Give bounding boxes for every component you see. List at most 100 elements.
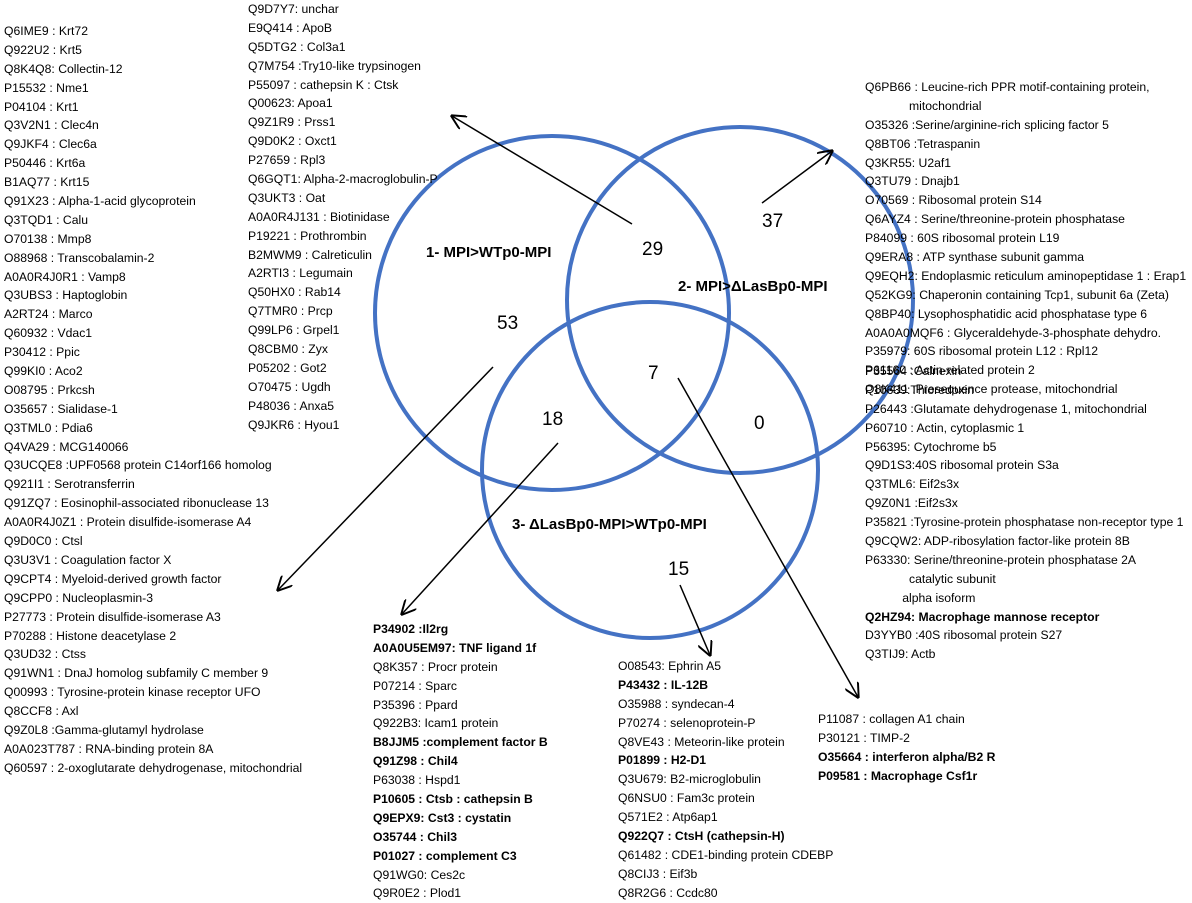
protein-entry: Q3TML6: Eif2s3x [865, 477, 960, 492]
protein-entry: alpha isoform [865, 590, 976, 605]
protein-entry: P63330: Serine/threonine-protein phospha… [865, 552, 1137, 567]
protein-entry: Q3UD32 : Ctss [4, 647, 86, 662]
protein-entry: Q00993 : Tyrosine-protein kinase recepto… [4, 685, 261, 700]
protein-entry: Q7TMR0 : Prcp [248, 304, 333, 319]
protein-entry: P63038 : Hspd1 [373, 773, 461, 788]
protein-entry: P56395: Cytochrome b5 [865, 439, 997, 454]
protein-entry: Q921I1 : Serotransferrin [4, 477, 135, 492]
count-a-only: 53 [497, 313, 519, 334]
protein-entry: A0A0R4J0Z1 : Protein disulfide-isomerase… [4, 515, 252, 530]
count-abc: 7 [648, 363, 659, 384]
count-b-only: 37 [762, 211, 784, 232]
protein-entry: P01899 : H2-D1 [618, 753, 707, 768]
protein-entry: P84099 : 60S ribosomal protein L19 [865, 231, 1060, 246]
protein-entry: Q9CQW2: ADP-ribosylation factor-like pro… [865, 534, 1130, 549]
protein-entry: Q91X23 : Alpha-1-acid glycoprotein [4, 194, 196, 209]
protein-entry: A0A023T787 : RNA-binding protein 8A [4, 741, 214, 756]
protein-entry: P27659 : Rpl3 [248, 153, 326, 168]
protein-entry: O70475 : Ugdh [248, 379, 331, 394]
set-label-b: 2- MPI>ΔLasBp0-MPI [678, 278, 828, 295]
protein-entry: Q3TQD1 : Calu [4, 212, 88, 227]
protein-entry: O35988 : syndecan-4 [618, 696, 735, 711]
protein-entry: mitochondrial [865, 98, 982, 113]
protein-entry: Q50HX0 : Rab14 [248, 285, 341, 300]
protein-entry: Q3UCQE8 :UPF0568 protein C14orf166 homol… [4, 458, 272, 473]
protein-entry: Q3UKT3 : Oat [248, 190, 326, 205]
protein-entry: Q9Z1R9 : Prss1 [248, 115, 336, 130]
protein-entry: Q9D0C0 : Ctsl [4, 534, 83, 549]
protein-entry: Q6PB66 : Leucine-rich PPR motif-containi… [865, 80, 1150, 94]
protein-entry: A2RTI3 : Legumain [248, 266, 353, 281]
protein-entry: Q8CBM0 : Zyx [248, 342, 328, 357]
protein-entry: Q6NSU0 : Fam3c protein [618, 791, 755, 806]
protein-entry: A0A0A0MQF6 : Glyceraldehyde-3-phosphate … [865, 325, 1162, 340]
protein-entry: A0A0R4J131 : Biotinidase [248, 209, 390, 224]
protein-entry: B1AQ77 : Krt15 [4, 175, 90, 190]
protein-entry: P01027 : complement C3 [373, 848, 517, 863]
protein-entry: O70569 : Ribosomal protein S14 [865, 193, 1042, 208]
protein-entry: Q60597 : 2-oxoglutarate dehydrogenase, m… [4, 760, 303, 775]
protein-entry: P19221 : Prothrombin [248, 228, 367, 243]
protein-entry: O35744 : Chil3 [373, 829, 457, 844]
protein-entry: O35326 :Serine/arginine-rich splicing fa… [865, 117, 1109, 132]
arrow-b [761, 151, 832, 204]
protein-entry: Q99KI0 : Aco2 [4, 364, 83, 379]
protein-entry: P11087 : collagen A1 chain [818, 712, 965, 726]
protein-entry: P35564 :Calnexin [865, 364, 962, 378]
protein-entry: P35979: 60S ribosomal protein L12 : Rpl1… [865, 344, 1099, 359]
protein-entry: Q3UBS3 : Haptoglobin [4, 288, 128, 303]
count-bc: 0 [754, 413, 765, 434]
protein-entry: P30121 : TIMP-2 [818, 730, 910, 745]
protein-entry: Q2HZ94: Macrophage mannose receptor [865, 609, 1100, 624]
protein-entry: Q60932 : Vdac1 [4, 326, 93, 341]
count-ac: 18 [542, 409, 564, 430]
set-label-c: 3- ΔLasBp0-MPI>WTp0-MPI [512, 516, 707, 533]
protein-entry: Q8R2G6 : Ccdc80 [618, 885, 718, 900]
protein-entry: P50446 : Krt6a [4, 156, 86, 171]
protein-entry: P61160 : Actin-related protein 2 [865, 363, 1035, 378]
protein-entry: Q8CIJ3 : Eif3b [618, 866, 698, 881]
protein-entry: P48036 : Anxa5 [248, 398, 335, 413]
protein-entry: Q9JKF4 : Clec6a [4, 137, 97, 152]
protein-entry: Q91WG0: Ces2c [373, 867, 466, 882]
protein-entry: P26443 :Glutamate dehydrogenase 1, mitoc… [865, 401, 1147, 416]
protein-entry: Q8K411 :Presequence protease, mitochondr… [865, 382, 1118, 397]
protein-entry: Q571E2 : Atp6ap1 [618, 810, 718, 825]
protein-entry: Q52KG9: Chaperonin containing Tcp1, subu… [865, 287, 1169, 302]
protein-entry: Q3TIJ9: Actb [865, 647, 936, 662]
protein-entry: O08795 : Prkcsh [4, 382, 95, 397]
arrow-a [278, 366, 494, 590]
protein-entry: Q6AYZ4 : Serine/threonine-protein phosph… [865, 212, 1125, 227]
arrow-c [679, 584, 710, 655]
protein-entry: Q6GQT1: Alpha-2-macroglobulin-P [248, 172, 438, 187]
protein-entry: Q91Z98 : Chil4 [373, 754, 458, 769]
protein-entry: Q8CCF8 : Axl [4, 704, 79, 719]
protein-entry: O35664 : interferon alpha/B2 R [818, 749, 996, 764]
protein-entry: Q91WN1 : DnaJ homolog subfamily C member… [4, 666, 269, 681]
protein-entry: Q3TU79 : Dnajb1 [865, 174, 960, 189]
protein-entry: Q3U679: B2-microglobulin [618, 772, 761, 787]
protein-entry: O88968 : Transcobalamin-2 [4, 250, 155, 265]
protein-entry: P05202 : Got2 [248, 360, 327, 375]
protein-entry: P10605 : Ctsb : cathepsin B [373, 792, 533, 807]
protein-entry: P70288 : Histone deacetylase 2 [4, 628, 177, 643]
protein-entry: Q8VE43 : Meteorin-like protein [618, 734, 785, 749]
protein-entry: A2RT24 : Marco [4, 307, 93, 322]
protein-entry: Q91ZQ7 : Eosinophil-associated ribonucle… [4, 496, 269, 511]
protein-entry: Q5DTG2 : Col3a1 [248, 39, 346, 54]
protein-entry: P35396 : Ppard [373, 697, 458, 712]
arrow-abc [677, 377, 858, 697]
protein-entry: P27773 : Protein disulfide-isomerase A3 [4, 609, 221, 624]
protein-entry: Q922U2 : Krt5 [4, 42, 82, 57]
protein-entry: Q3V2N1 : Clec4n [4, 118, 99, 133]
set-circle-b [565, 125, 915, 475]
protein-entry: E9Q414 : ApoB [248, 20, 333, 35]
protein-entry: Q9EQH2: Endoplasmic reticulum aminopepti… [865, 268, 1187, 283]
protein-entry: Q9EPX9: Cst3 : cystatin [373, 810, 512, 825]
protein-entry: P09581 : Macrophage Csf1r [818, 768, 978, 783]
